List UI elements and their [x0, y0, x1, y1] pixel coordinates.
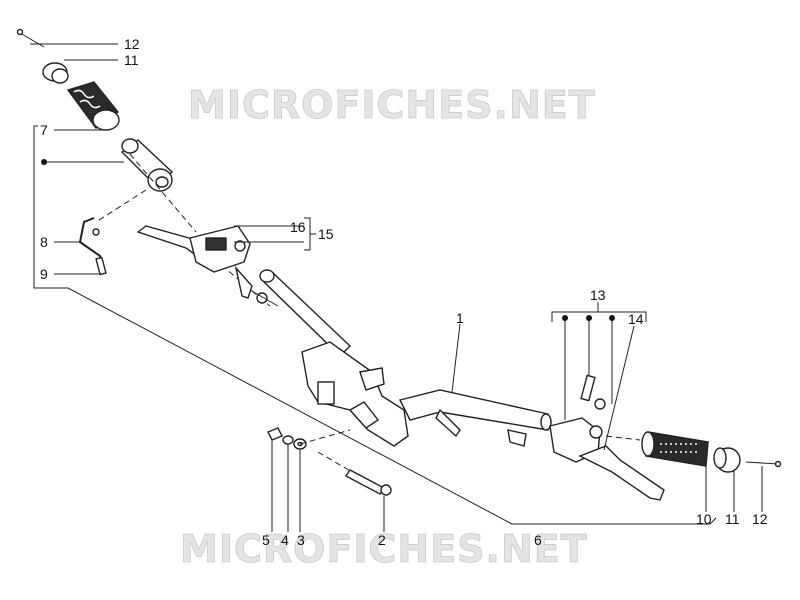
- spring-washer: [282, 435, 294, 445]
- callout-10: 10: [696, 511, 712, 527]
- callout-2: 2: [378, 532, 386, 548]
- callout-12-top: 12: [124, 36, 140, 52]
- callout-3: 3: [297, 532, 305, 548]
- callout-11-top: 11: [124, 52, 139, 68]
- callout-1: 1: [456, 310, 464, 326]
- callout-16: 16: [290, 219, 306, 235]
- bar-end-weight-right: [713, 447, 741, 473]
- callout-9: 9: [40, 266, 48, 282]
- throttle-cable: [78, 217, 107, 276]
- callout-13: 13: [590, 287, 606, 303]
- callout-15: 15: [318, 226, 334, 242]
- grip-right: [641, 431, 709, 467]
- callout-6: 6: [534, 532, 542, 548]
- callout-14: 14: [628, 311, 644, 327]
- throttle-tube: [120, 138, 174, 192]
- nut: [267, 427, 283, 441]
- callout-11-bottom: 11: [725, 511, 740, 527]
- end-screw-left: [16, 28, 45, 48]
- callout-dots: [41, 159, 615, 321]
- brake-lever-right: [578, 445, 665, 501]
- watermark-bottom: MICROFICHES.NET: [180, 527, 588, 571]
- right-master-cylinder: [507, 374, 606, 463]
- callout-7: 7: [40, 122, 48, 138]
- callout-5: 5: [262, 532, 270, 548]
- watermark-top: MICROFICHES.NET: [188, 83, 596, 127]
- callout-12-bottom: 12: [752, 511, 768, 527]
- handlebar-assembly: [259, 269, 552, 447]
- leader-lines: [30, 43, 763, 532]
- callout-8: 8: [40, 234, 48, 250]
- handlebar-bolt: [344, 469, 392, 496]
- bar-end-weight-left: [42, 62, 69, 84]
- left-master-cylinder: [189, 225, 279, 307]
- callout-4: 4: [281, 532, 289, 548]
- grip-left: [66, 81, 120, 131]
- end-screw-right: [745, 460, 782, 468]
